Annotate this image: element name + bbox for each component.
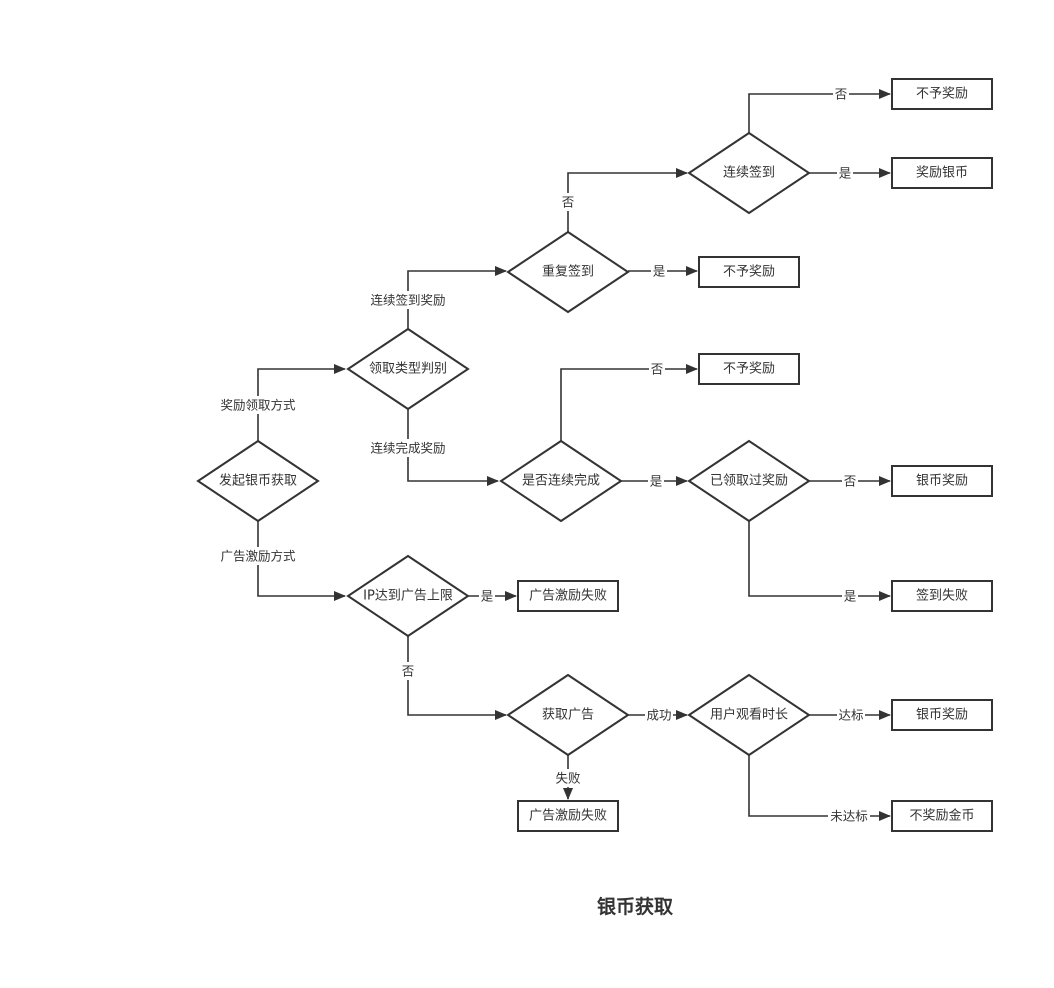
svg-text:奖励领取方式: 奖励领取方式 [220, 398, 296, 413]
svg-text:银币奖励: 银币奖励 [916, 708, 968, 723]
svg-text:银币奖励: 银币奖励 [916, 474, 968, 489]
svg-text:不予奖励: 不予奖励 [723, 265, 775, 280]
edge-label-repeat-no: 否 [560, 193, 576, 211]
edge-done-to-no-reward-mid [560, 364, 698, 441]
edge-start-to-type-judge [257, 364, 346, 441]
svg-text:广告激励失败: 广告激励失败 [529, 809, 607, 824]
edge-label-done-yes: 是 [648, 472, 664, 490]
edge-claimed-to-sign-fail [748, 521, 891, 601]
svg-text:已领取过奖励: 已领取过奖励 [710, 474, 788, 489]
edge-label-watch-not-ok: 未达标 [828, 807, 870, 825]
svg-text:未达标: 未达标 [830, 809, 868, 824]
edge-ip-to-get-ad [407, 636, 507, 720]
edge-label-continuous-sign-reward: 连续签到奖励 [366, 291, 450, 309]
decision-repeat-sign: 重复签到 [506, 230, 630, 314]
edge-label-ad-success: 成功 [645, 706, 673, 724]
edge-label-continuous-complete-reward: 连续完成奖励 [366, 439, 450, 457]
svg-text:是: 是 [839, 166, 852, 181]
box-no-reward-mid: 不予奖励 [698, 353, 800, 385]
svg-text:否: 否 [835, 87, 848, 102]
svg-text:否: 否 [844, 474, 857, 489]
edge-start-to-ip-limit [257, 521, 346, 601]
edge-type-judge-to-repeat-sign [407, 266, 507, 329]
svg-text:否: 否 [402, 664, 415, 679]
edge-labels: 奖励领取方式 广告激励方式 连续签到奖励 连续完成奖励 否 是 否 是 [216, 85, 870, 825]
decision-ip-limit: IP达到广告上限 [346, 554, 470, 638]
box-sign-fail: 签到失败 [891, 580, 993, 612]
svg-text:是否连续完成: 是否连续完成 [522, 473, 600, 489]
edge-label-cont-yes: 是 [837, 164, 853, 182]
svg-text:否: 否 [651, 362, 664, 377]
edge-continuous-to-no-reward-top [748, 89, 891, 133]
edge-repeat-to-continuous-sign [567, 168, 688, 232]
nodes: 发起银币获取 领取类型判别 重复签到 连续签到 是否连续完成 已领取过奖励 IP… [196, 78, 993, 832]
edge-label-ip-no: 否 [400, 662, 416, 680]
svg-text:领取类型判别: 领取类型判别 [369, 362, 447, 377]
decision-start: 发起银币获取 [196, 439, 320, 523]
edge-label-ad-incentive-method: 广告激励方式 [216, 547, 300, 565]
decision-type-judge: 领取类型判别 [346, 327, 470, 411]
box-silver-reward-2: 银币奖励 [891, 699, 993, 731]
edge-type-judge-to-is-continuous-done [407, 409, 499, 486]
svg-text:重复签到: 重复签到 [542, 264, 594, 280]
svg-text:奖励银币: 奖励银币 [916, 166, 968, 181]
edge-label-claimed-no: 否 [842, 472, 858, 490]
svg-text:不奖励金币: 不奖励金币 [909, 808, 974, 824]
edge-label-reward-claim-method: 奖励领取方式 [216, 396, 300, 414]
svg-text:连续签到: 连续签到 [723, 165, 775, 181]
svg-text:获取广告: 获取广告 [542, 708, 594, 723]
box-no-reward-top: 不予奖励 [891, 78, 993, 110]
svg-text:是: 是 [650, 474, 663, 489]
svg-text:是: 是 [481, 589, 494, 604]
decision-get-ad: 获取广告 [506, 673, 630, 757]
box-ad-fail-1: 广告激励失败 [517, 580, 619, 612]
svg-text:广告激励方式: 广告激励方式 [220, 549, 296, 564]
box-ad-fail-2: 广告激励失败 [517, 800, 619, 832]
edge-label-done-no: 否 [649, 360, 665, 378]
edge-watch-to-no-gold [748, 755, 891, 821]
svg-text:达标: 达标 [838, 708, 863, 723]
svg-text:是: 是 [844, 589, 857, 604]
svg-text:广告激励失败: 广告激励失败 [529, 589, 607, 604]
svg-text:用户观看时长: 用户观看时长 [710, 707, 788, 723]
svg-text:否: 否 [562, 195, 575, 210]
svg-text:是: 是 [653, 264, 666, 279]
svg-text:不予奖励: 不予奖励 [723, 362, 775, 377]
edge-label-ad-fail: 失败 [554, 769, 582, 787]
svg-text:连续签到奖励: 连续签到奖励 [370, 293, 445, 308]
svg-text:成功: 成功 [646, 708, 671, 723]
svg-text:IP达到广告上限: IP达到广告上限 [363, 589, 453, 604]
decision-is-continuous-done: 是否连续完成 [499, 439, 623, 523]
edge-label-ip-yes: 是 [479, 587, 495, 605]
edge-label-repeat-yes: 是 [651, 262, 667, 280]
decision-continuous-sign: 连续签到 [687, 131, 811, 215]
diagram-title: 银币获取 [597, 895, 673, 918]
svg-text:签到失败: 签到失败 [916, 588, 968, 604]
decision-claimed-before: 已领取过奖励 [687, 439, 811, 523]
box-silver-reward-1: 银币奖励 [891, 465, 993, 497]
svg-text:发起银币获取: 发起银币获取 [219, 473, 297, 489]
box-no-gold: 不奖励金币 [891, 800, 993, 832]
edge-label-cont-no: 否 [833, 85, 849, 103]
svg-text:不予奖励: 不予奖励 [916, 87, 968, 102]
decision-watch-time: 用户观看时长 [687, 673, 811, 757]
edge-label-watch-ok: 达标 [837, 706, 865, 724]
box-reward-silver: 奖励银币 [891, 157, 993, 189]
edge-label-claimed-yes: 是 [842, 587, 858, 605]
svg-text:连续完成奖励: 连续完成奖励 [370, 441, 445, 456]
box-no-reward-repeat: 不予奖励 [698, 256, 800, 288]
svg-text:失败: 失败 [555, 771, 581, 786]
